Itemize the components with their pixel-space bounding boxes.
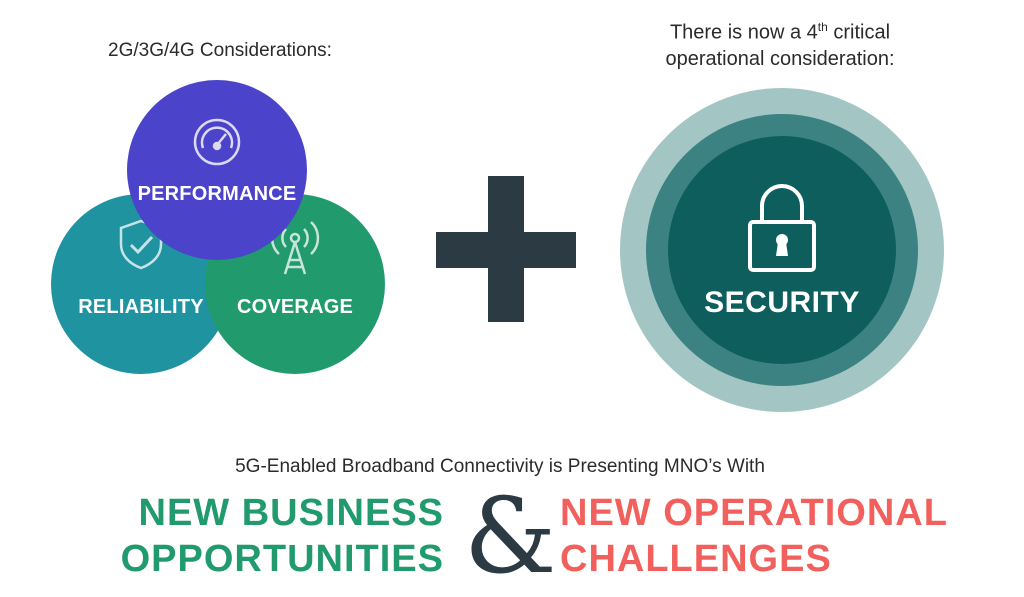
left-heading-line2: OPPORTUNITIES (120, 538, 444, 580)
plus-icon-vertical (488, 176, 524, 322)
title-line1-pre: There is now a 4 (669, 21, 818, 44)
speedometer-icon (193, 118, 241, 165)
right-heading-line1: NEW OPERATIONAL (560, 492, 948, 534)
shield-check-icon (119, 219, 163, 269)
considerations-title: 2G/3G/4G Considerations: (108, 40, 332, 61)
title-line2: operational consideration: (665, 47, 895, 70)
security-circle: SECURITY (668, 136, 896, 364)
title-superscript: th (817, 20, 828, 34)
title-line1-post: critical (827, 21, 891, 44)
performance-circle: PERFORMANCE (127, 80, 307, 260)
right-heading-line2: CHALLENGES (560, 538, 832, 580)
ampersand: & (464, 475, 557, 597)
left-heading-line1: NEW BUSINESS (138, 492, 444, 534)
performance-label: PERFORMANCE (137, 182, 297, 205)
reliability-label: RELIABILITY (78, 295, 204, 318)
security-label: SECURITY (704, 286, 860, 319)
subtitle: 5G-Enabled Broadband Connectivity is Pre… (235, 456, 765, 477)
fourth-consideration-title: There is now a 4th critical operational … (600, 14, 960, 72)
padlock-icon (748, 184, 816, 272)
business-opportunities-heading: NEW BUSINESS OPPORTUNITIES (121, 490, 444, 582)
operational-challenges-heading: NEW OPERATIONAL CHALLENGES (560, 490, 948, 582)
coverage-label: COVERAGE (236, 295, 354, 318)
